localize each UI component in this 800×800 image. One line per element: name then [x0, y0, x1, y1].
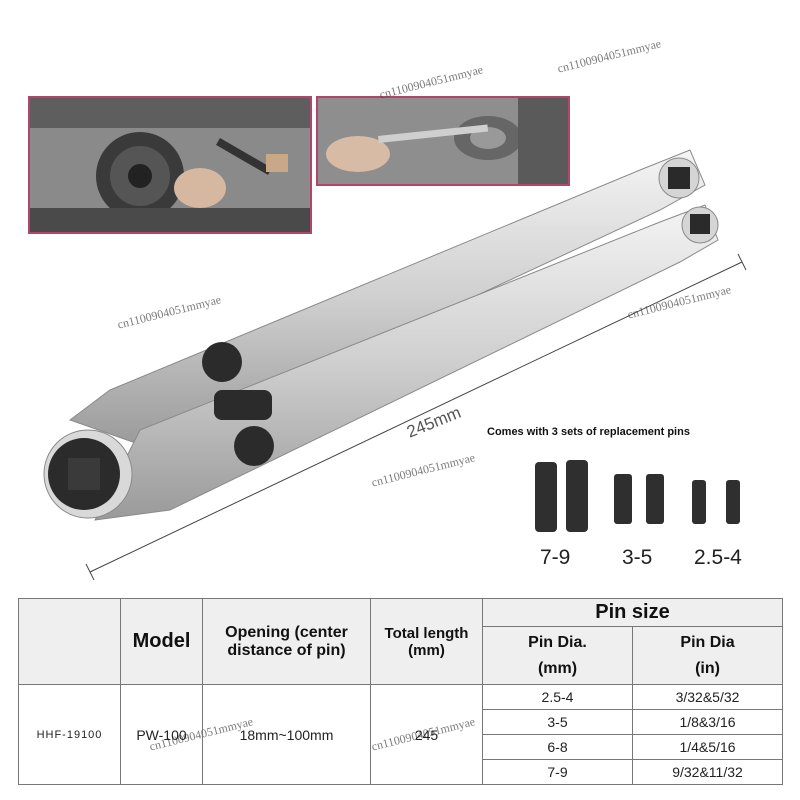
pin-dia-in-unit: (in) — [695, 659, 720, 677]
pins-caption: Comes with 3 sets of replacement pins — [487, 426, 690, 438]
pin-set-7-9-icon — [535, 460, 588, 532]
length-value: 245 — [370, 684, 483, 785]
pin-dia-mm-header: Pin Dia. (mm) — [482, 626, 633, 685]
pin-dia-in-cell: 9/32&11/32 — [631, 759, 784, 785]
spec-table: Model Opening (center distance of pin) T… — [18, 598, 784, 785]
usage-photo-machine — [316, 96, 570, 186]
pin-size-label: 3-5 — [622, 546, 653, 569]
pin-size-label: 2.5-4 — [694, 546, 742, 569]
pin-spanner-wrench — [43, 149, 747, 581]
pin-dia-in-cell: 1/8&3/16 — [631, 709, 784, 735]
machine-photo-illustration — [318, 98, 568, 184]
model-value: PW-100 — [120, 684, 203, 785]
pin-dia-mm-cell: 7-9 — [482, 759, 633, 785]
pin-dia-mm-cell: 2.5-4 — [482, 684, 633, 710]
lock-knob-upper — [202, 342, 242, 382]
product-code: HHF-19100 — [18, 684, 121, 785]
dimension-line — [89, 261, 743, 573]
pin-dia-in-cell: 3/32&5/32 — [631, 684, 784, 710]
code-header — [18, 598, 121, 685]
pin-dia-mm-cell: 6-8 — [482, 734, 633, 760]
opening-header: Opening (center distance of pin) — [202, 598, 371, 685]
pin-tip-upper — [668, 167, 690, 189]
pin-dia-mm-unit: (mm) — [537, 659, 578, 677]
pin-dia-in-title: Pin Dia — [680, 633, 735, 651]
model-header: Model — [120, 598, 203, 685]
pin-size-header: Pin size — [481, 598, 784, 627]
pin-set-3-5-icon — [614, 474, 664, 524]
total-length-header: Total length (mm) — [370, 598, 483, 685]
usage-photo-lathe — [28, 96, 312, 234]
adjust-wheel — [214, 390, 272, 420]
pin-size-label: 7-9 — [540, 546, 571, 569]
pin-tip-lower — [690, 214, 710, 234]
lathe-photo-illustration — [30, 98, 310, 232]
pin-dia-mm-cell: 3-5 — [482, 709, 633, 735]
pin-dia-in-cell: 1/4&5/16 — [631, 734, 784, 760]
pin-dia-mm-title: Pin Dia. — [528, 633, 587, 651]
opening-value: 18mm~100mm — [202, 684, 371, 785]
lock-knob-lower — [234, 426, 274, 466]
pin-dia-in-header: Pin Dia (in) — [631, 626, 784, 685]
pin-set-2-5-4-icon — [692, 480, 740, 524]
